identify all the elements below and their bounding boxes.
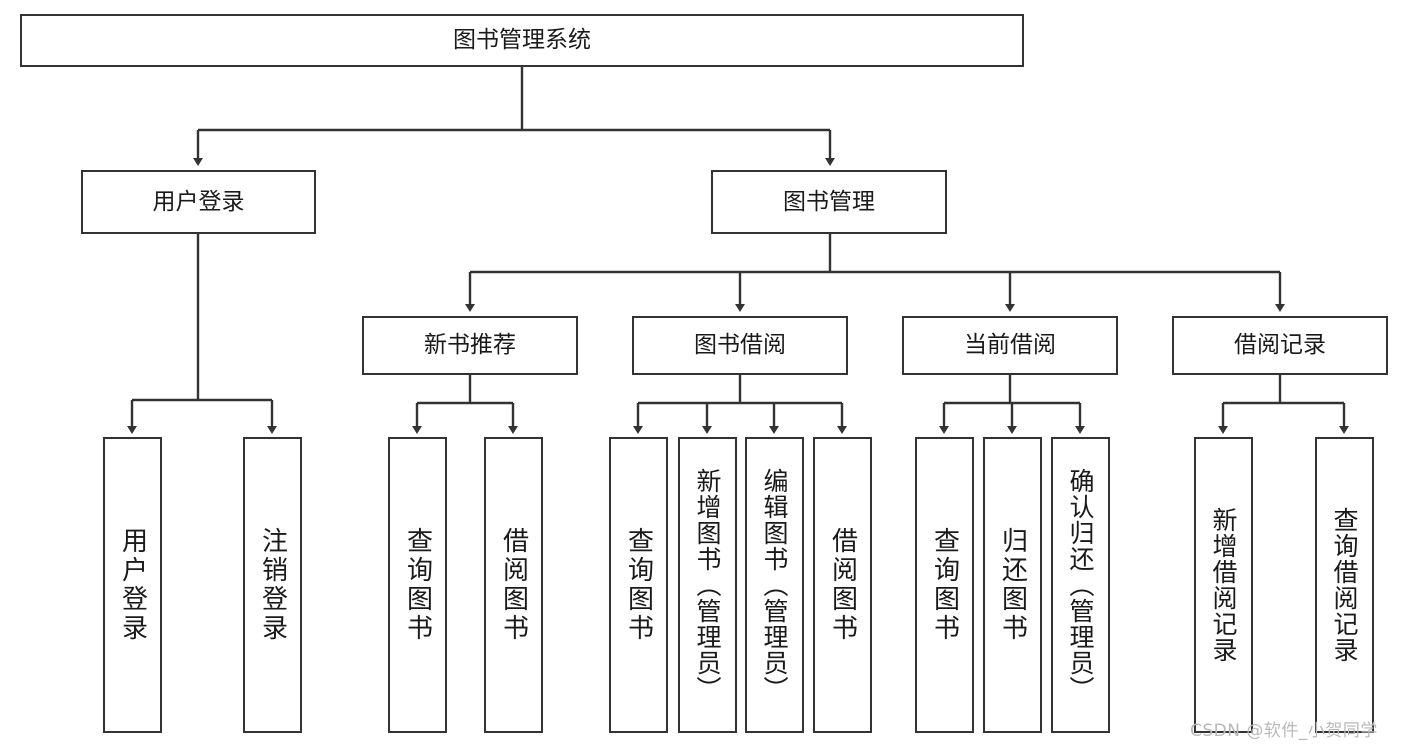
leaf-query-book-1-label: 查询图书 — [402, 527, 433, 643]
leaf-return-book-label: 归还图书 — [997, 527, 1028, 643]
node-book-borrow-label: 图书借阅 — [694, 332, 786, 359]
leaf-borrow-book-1[interactable]: 借阅图书 — [484, 437, 543, 733]
leaf-query-book-1[interactable]: 查询图书 — [388, 437, 447, 733]
leaf-query-book-3[interactable]: 查询图书 — [915, 437, 974, 733]
node-root[interactable]: 图书管理系统 — [20, 14, 1024, 67]
leaf-edit-book[interactable]: 编辑图书（管理员） — [745, 437, 804, 733]
watermark: CSDN @软件_小贺同学 — [1190, 721, 1378, 741]
node-book-manage[interactable]: 图书管理 — [711, 170, 947, 234]
leaf-query-record[interactable]: 查询借阅记录 — [1315, 437, 1374, 733]
leaf-logout-login[interactable]: 注销登录 — [243, 437, 302, 733]
node-new-book-recommend-label: 新书推荐 — [424, 332, 516, 359]
leaf-add-book-label: 新增图书（管理员） — [693, 468, 722, 702]
leaf-borrow-book-1-label: 借阅图书 — [498, 527, 529, 643]
node-current-borrow-label: 当前借阅 — [964, 332, 1056, 359]
leaf-query-book-3-label: 查询图书 — [929, 527, 960, 643]
leaf-edit-book-label: 编辑图书（管理员） — [760, 468, 789, 702]
leaf-borrow-book-2-label: 借阅图书 — [827, 527, 858, 643]
leaf-confirm-return[interactable]: 确认归还（管理员） — [1051, 437, 1110, 733]
node-borrow-record-label: 借阅记录 — [1234, 332, 1326, 359]
leaf-add-record-label: 新增借阅记录 — [1209, 507, 1238, 663]
node-book-manage-label: 图书管理 — [783, 188, 875, 215]
node-user-login-label: 用户登录 — [152, 188, 245, 215]
leaf-query-book-2[interactable]: 查询图书 — [609, 437, 668, 733]
leaf-logout-login-label: 注销登录 — [257, 527, 288, 643]
leaf-user-login[interactable]: 用户登录 — [103, 437, 162, 733]
node-user-login[interactable]: 用户登录 — [81, 170, 316, 234]
leaf-return-book[interactable]: 归还图书 — [983, 437, 1042, 733]
node-borrow-record[interactable]: 借阅记录 — [1172, 316, 1388, 375]
node-book-borrow[interactable]: 图书借阅 — [632, 316, 848, 375]
node-current-borrow[interactable]: 当前借阅 — [902, 316, 1118, 375]
node-new-book-recommend[interactable]: 新书推荐 — [362, 316, 578, 375]
leaf-add-record[interactable]: 新增借阅记录 — [1194, 437, 1253, 733]
leaf-confirm-return-label: 确认归还（管理员） — [1066, 468, 1095, 702]
node-root-label: 图书管理系统 — [453, 27, 591, 54]
leaf-add-book[interactable]: 新增图书（管理员） — [678, 437, 737, 733]
leaf-user-login-label: 用户登录 — [117, 527, 148, 643]
leaf-query-book-2-label: 查询图书 — [623, 527, 654, 643]
leaf-borrow-book-2[interactable]: 借阅图书 — [813, 437, 872, 733]
leaf-query-record-label: 查询借阅记录 — [1330, 507, 1359, 663]
